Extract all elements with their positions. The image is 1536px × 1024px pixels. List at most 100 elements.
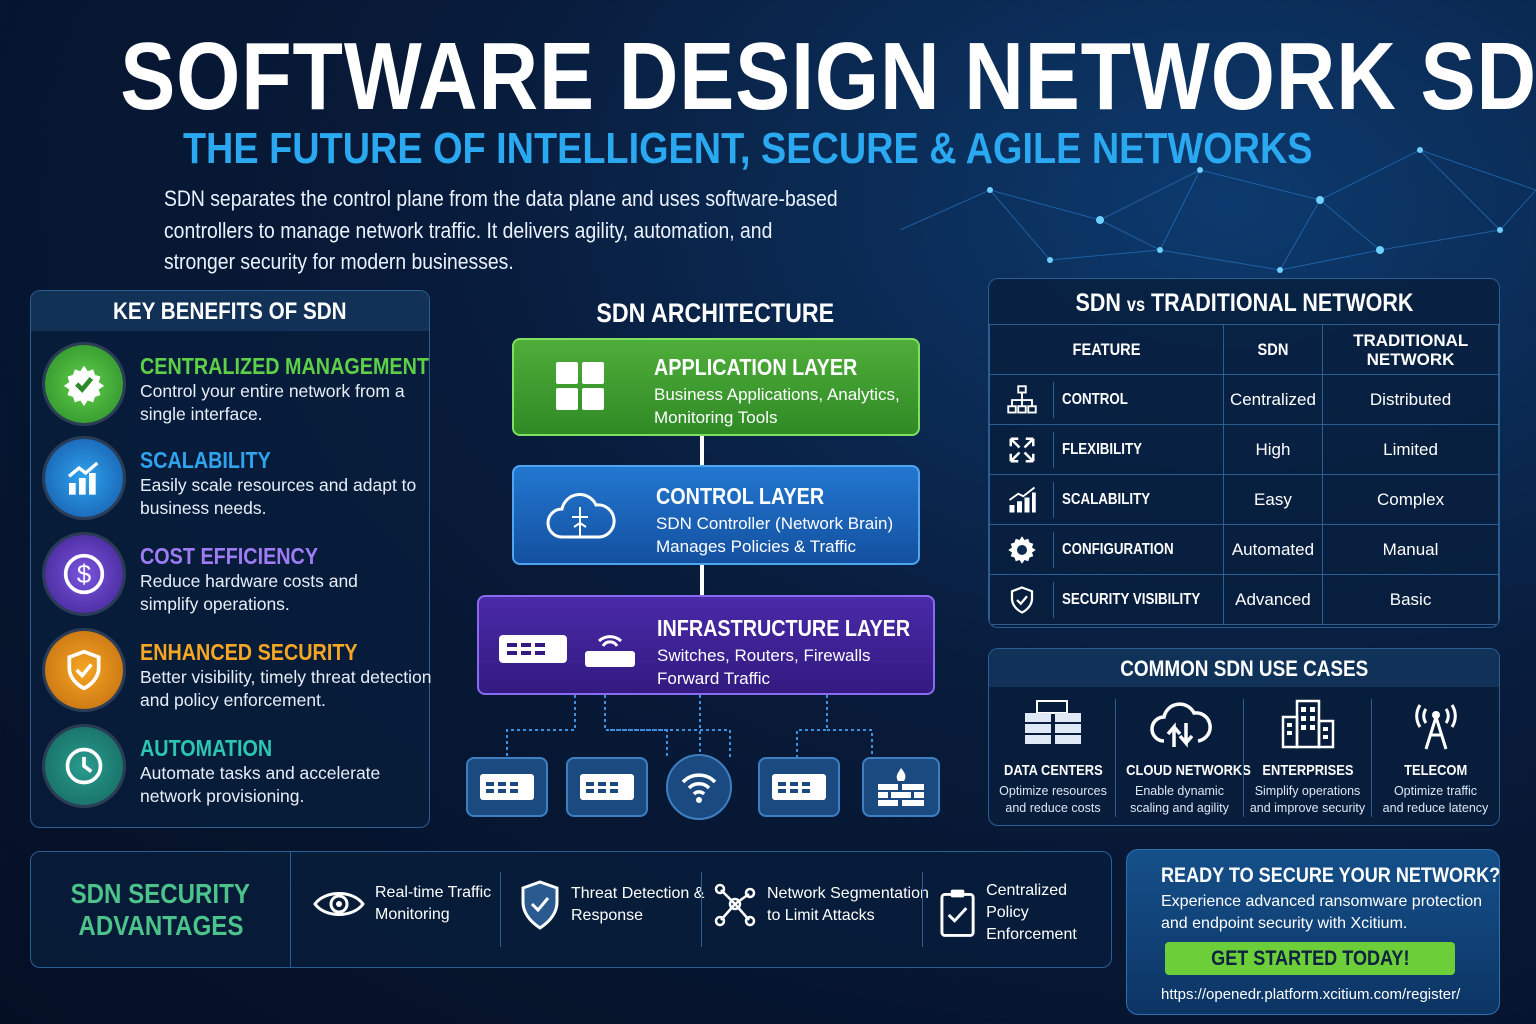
link-text: https://openedr.platform.xcitium.com/reg… <box>1161 986 1461 1003</box>
heading-part: TRADITIONAL NETWORK <box>1150 289 1413 317</box>
use-case-title: DATA CENTERS <box>1003 762 1103 779</box>
heading-text: COMMON SDN USE CASES <box>1119 656 1369 681</box>
benefit-scalability: SCALABILITY Easily scale resources and a… <box>45 439 425 525</box>
shield-icon <box>990 581 1054 618</box>
divider <box>701 872 702 947</box>
app-grid-icon <box>556 362 604 410</box>
benefit-title: COST EFFICIENCY <box>140 543 319 569</box>
layer-desc: Forward Traffic <box>657 669 771 688</box>
advantage-text: Real-time Traffic <box>375 884 492 901</box>
feature-cell: CONTROL <box>989 374 1224 425</box>
key-benefits-heading: KEY BENEFITS OF SDN <box>31 291 429 331</box>
table-header-row: FEATURE SDN TRADITIONAL NETWORK <box>989 324 1499 375</box>
comparison-heading: SDN vs TRADITIONAL NETWORK <box>989 279 1499 324</box>
layer-desc: Monitoring Tools <box>654 408 778 427</box>
sdn-cell: High <box>1222 424 1324 475</box>
building-icon <box>1281 699 1334 749</box>
subtitle-text: THE FUTURE OF INTELLIGENT, SECURE & AGIL… <box>183 124 1313 173</box>
benefit-title: ENHANCED SECURITY <box>140 639 358 665</box>
benefit-title: AUTOMATION <box>140 735 273 761</box>
header-text: SDN <box>1257 339 1289 359</box>
get-started-button[interactable]: GET STARTED TODAY! <box>1165 942 1455 975</box>
layer-desc: Switches, Routers, Firewalls <box>657 646 871 665</box>
switch-router-icon <box>499 635 635 667</box>
cell-tower-icon <box>1414 704 1457 750</box>
heading-text: KEY BENEFITS OF SDN <box>113 298 347 325</box>
column-header: SDN <box>1222 324 1324 375</box>
intro-line: SDN separates the control plane from the… <box>164 186 838 211</box>
register-link[interactable]: https://openedr.platform.xcitium.com/reg… <box>1161 986 1460 1003</box>
control-layer: CONTROL LAYER SDN Controller (Network Br… <box>512 465 920 565</box>
use-case-desc: Simplify operations <box>1254 784 1361 798</box>
page-subtitle: THE FUTURE OF INTELLIGENT, SECURE & AGIL… <box>0 124 1496 174</box>
layer-desc: Manages Policies & Traffic <box>656 537 856 556</box>
key-benefits-panel: KEY BENEFITS OF SDN CENTRALIZED MANAGEME… <box>30 290 431 828</box>
layer-desc: SDN Controller (Network Brain) <box>656 514 894 533</box>
traditional-cell: Complex <box>1322 474 1499 525</box>
shield-check-icon <box>45 631 123 709</box>
use-case-title: CLOUD NETWORKS <box>1126 762 1251 779</box>
use-case-desc: and reduce latency <box>1382 801 1489 815</box>
use-case-title: TELECOM <box>1403 762 1468 779</box>
advantage-text: Response <box>571 907 644 924</box>
feature-cell: CONFIGURATION <box>989 524 1224 575</box>
advantage-threat-detection: Threat Detection & Response <box>519 880 704 930</box>
advantage-text: Monitoring <box>375 906 450 923</box>
benefit-desc: Reduce hardware costs and simplify opera… <box>140 571 358 614</box>
header-text: TRADITIONAL NETWORK <box>1353 330 1469 369</box>
network-mesh-decoration <box>900 147 1536 273</box>
gear-icon <box>990 531 1054 568</box>
feature-label: SCALABILITY <box>1062 490 1151 508</box>
header-text: FEATURE <box>1072 339 1141 359</box>
use-case-title: ENTERPRISES <box>1261 762 1354 779</box>
benefit-desc: Better visibility, timely threat detecti… <box>140 667 432 710</box>
network-nodes-icon <box>714 883 756 927</box>
server-rack-icon <box>1025 700 1081 744</box>
traditional-cell: Manual <box>1322 524 1499 575</box>
bidirectional-arrow <box>700 565 704 595</box>
intro-line: controllers to manage network traffic. I… <box>164 217 773 243</box>
advantage-text: Centralized Policy <box>986 882 1068 921</box>
use-case-enterprises: ENTERPRISES Simplify operations and impro… <box>1243 699 1371 817</box>
use-case-desc: and improve security <box>1249 801 1366 815</box>
benefit-title: SCALABILITY <box>140 447 271 473</box>
shield-check-icon <box>521 880 559 930</box>
switch-device-icon <box>566 757 648 817</box>
heading-line: SDN SECURITY <box>70 877 251 909</box>
bar-chart-icon <box>990 481 1054 518</box>
heading-line: ADVANTAGES <box>77 909 243 941</box>
gear-check-icon <box>45 345 123 423</box>
use-cases-panel: COMMON SDN USE CASES DATA CENTERS Optimi… <box>988 648 1500 826</box>
benefit-enhanced-security: ENHANCED SECURITY Better visibility, tim… <box>45 631 431 717</box>
advantage-text: Threat Detection & <box>571 885 705 902</box>
architecture-heading: SDN ARCHITECTURE <box>480 298 950 329</box>
page-title: SOFTWARE DESIGN NETWORK SDN <box>0 22 1536 132</box>
wifi-icon <box>666 754 732 820</box>
feature-label: CONTROL <box>1062 390 1128 408</box>
benefit-cost-efficiency: $ COST EFFICIENCY Reduce hardware costs … <box>45 535 425 621</box>
benefit-automation: AUTOMATION Automate tasks and accelerate… <box>45 727 425 813</box>
application-layer: APPLICATION LAYER Business Applications,… <box>512 338 920 436</box>
use-case-desc: and reduce costs <box>1005 801 1101 815</box>
title-text: SOFTWARE DESIGN NETWORK SDN <box>120 23 1536 130</box>
traditional-cell: Limited <box>1322 424 1499 475</box>
benefit-desc: Control your entire network from a singl… <box>140 381 405 424</box>
divider <box>500 872 501 947</box>
eye-icon <box>313 892 365 916</box>
use-case-desc: scaling and agility <box>1130 801 1229 815</box>
feature-label: SECURITY VISIBILITY <box>1062 590 1201 608</box>
clock-icon <box>45 727 123 805</box>
connection-lines <box>506 695 873 757</box>
firewall-icon <box>862 757 940 817</box>
sdn-cell: Advanced <box>1222 574 1324 625</box>
benefit-centralized-management: CENTRALIZED MANAGEMENT Control your enti… <box>45 345 429 431</box>
